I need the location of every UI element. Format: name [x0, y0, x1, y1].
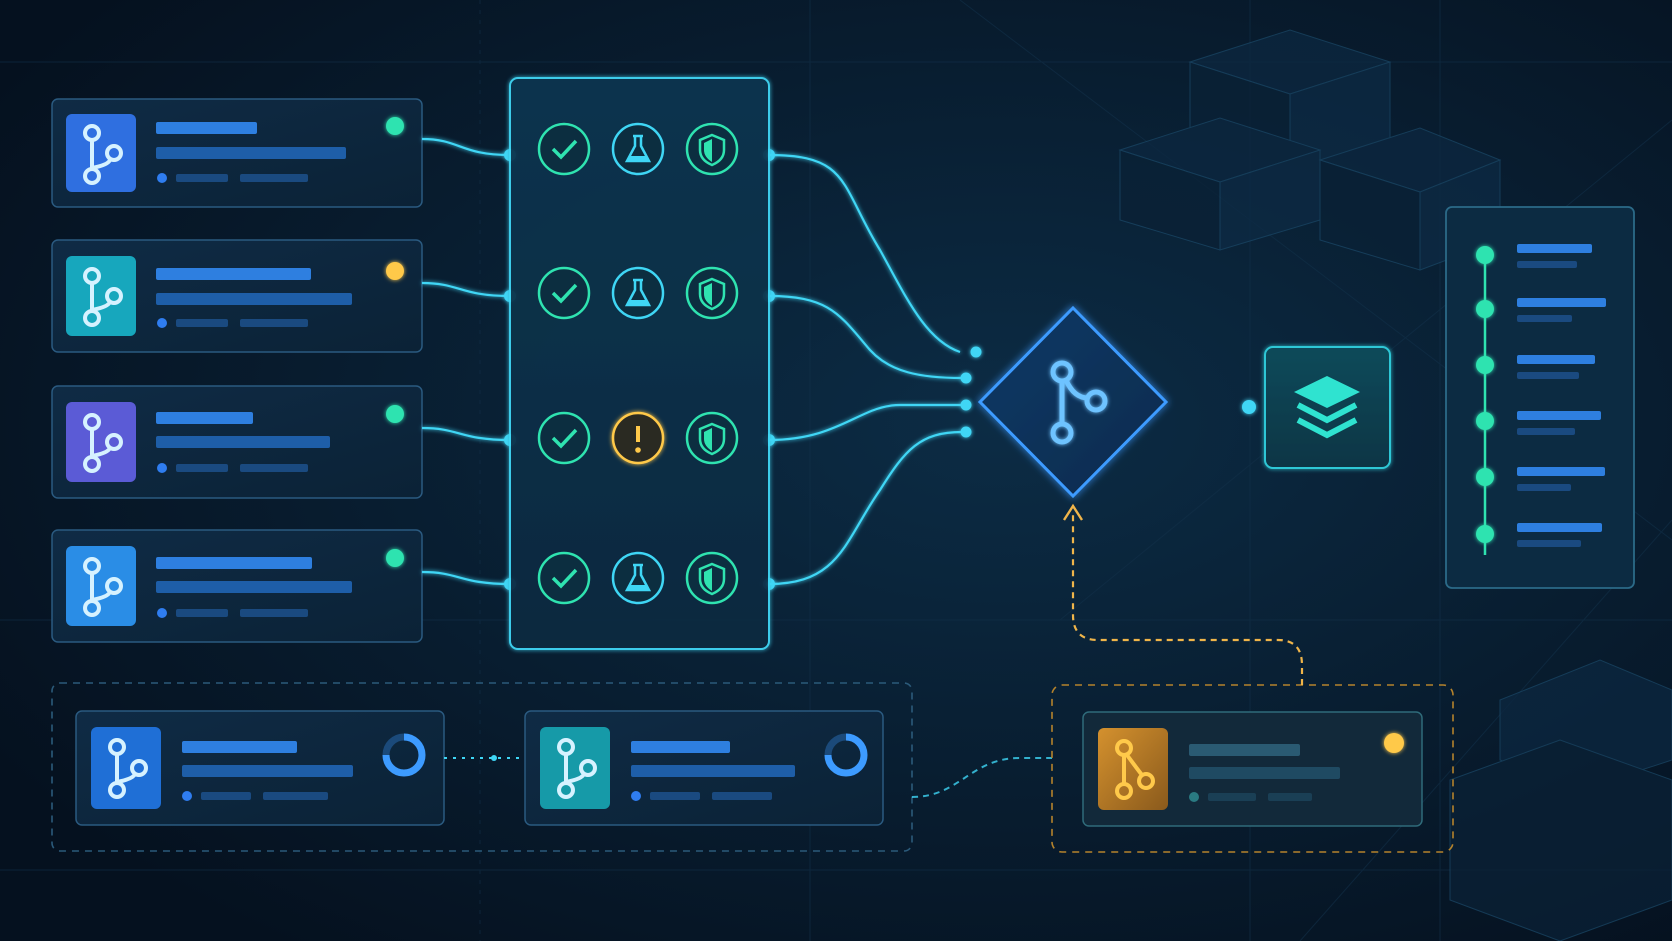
spinner-icon: [382, 733, 426, 777]
meta-dot: [631, 791, 641, 801]
background-server-blocks: [1118, 29, 1672, 941]
text-placeholder: [156, 293, 352, 305]
branch-card[interactable]: [51, 239, 423, 353]
branch-tile: [66, 546, 136, 626]
check-icon[interactable]: [537, 266, 591, 320]
text-placeholder: [263, 792, 328, 800]
git-branch-icon: [83, 557, 123, 617]
text-placeholder: [156, 436, 330, 448]
flask-icon[interactable]: [611, 266, 665, 320]
text-placeholder: [156, 147, 346, 159]
text-placeholder: [712, 792, 772, 800]
git-branch-icon: [83, 413, 123, 473]
branch-tile: [91, 727, 161, 809]
text-placeholder: [176, 319, 228, 327]
build-node[interactable]: [1264, 346, 1391, 469]
branch-card[interactable]: [51, 529, 423, 643]
git-merge-icon: [1050, 360, 1108, 445]
check-row: [537, 122, 739, 176]
pending-branch-card[interactable]: [75, 710, 445, 826]
text-placeholder: [176, 609, 228, 617]
git-branch-icon: [557, 738, 597, 799]
meta-dot: [157, 608, 167, 618]
git-branch-icon: [108, 738, 148, 799]
branch-tile: [66, 402, 136, 482]
text-placeholder: [650, 792, 700, 800]
text-placeholder: [182, 765, 353, 777]
text-placeholder: [240, 464, 308, 472]
text-placeholder: [1208, 793, 1256, 801]
branch-tile: [1098, 728, 1168, 810]
branch-tile: [66, 256, 136, 336]
check-icon[interactable]: [537, 411, 591, 465]
text-placeholder: [156, 557, 312, 569]
text-placeholder: [240, 609, 308, 617]
commit-dot-icon: [1476, 246, 1494, 543]
branch-list: [51, 98, 423, 643]
branch-card[interactable]: [51, 98, 423, 208]
text-placeholder: [1189, 767, 1340, 779]
status-dot-ok: [386, 117, 404, 135]
timeline-entries: [1517, 244, 1606, 547]
text-placeholder: [176, 464, 228, 472]
text-placeholder: [240, 174, 308, 182]
status-dot-warning: [386, 262, 404, 280]
status-dot-ok: [386, 405, 404, 423]
check-icon[interactable]: [537, 551, 591, 605]
hotfix-to-merge-connector: [1062, 503, 1304, 685]
branch-card[interactable]: [51, 385, 423, 499]
text-placeholder: [156, 581, 352, 593]
status-dot-warning: [1384, 733, 1404, 753]
pending-branches-group: [51, 682, 913, 852]
meta-dot: [157, 318, 167, 328]
hotfix-branch-group: [1051, 684, 1454, 853]
layers-icon: [1294, 376, 1360, 439]
branch-tile: [540, 727, 610, 809]
pending-to-hotfix-connector: [911, 757, 1052, 798]
merge-to-build-connector: [1166, 400, 1256, 414]
merge-connectors: [768, 153, 963, 586]
meta-dot: [157, 463, 167, 473]
flask-icon[interactable]: [611, 551, 665, 605]
git-branch-icon: [1115, 739, 1155, 800]
git-branch-icon: [83, 124, 123, 185]
branch-connectors: [421, 137, 511, 586]
text-placeholder: [176, 174, 228, 182]
text-placeholder: [156, 122, 257, 134]
spinner-icon: [824, 733, 868, 777]
meta-dot: [157, 173, 167, 183]
check-row: [537, 266, 739, 320]
text-placeholder: [1268, 793, 1312, 801]
text-placeholder: [631, 765, 795, 777]
meta-dot: [182, 791, 192, 801]
flask-icon[interactable]: [611, 122, 665, 176]
text-placeholder: [156, 268, 311, 280]
hotfix-branch-card[interactable]: [1082, 711, 1423, 827]
text-placeholder: [156, 412, 253, 424]
check-icon[interactable]: [537, 122, 591, 176]
check-row: [537, 551, 739, 605]
text-placeholder: [240, 319, 308, 327]
check-row: [537, 411, 739, 465]
merge-node[interactable]: [977, 305, 1169, 499]
pipeline-checks-panel: [509, 77, 770, 650]
text-placeholder: [1189, 744, 1300, 756]
deploy-timeline-panel: [1445, 206, 1635, 589]
status-dot-ok: [386, 549, 404, 567]
text-placeholder: [201, 792, 251, 800]
meta-dot: [1189, 792, 1199, 802]
text-placeholder: [182, 741, 297, 753]
text-placeholder: [631, 741, 730, 753]
merge-inputs: [960, 346, 982, 438]
pending-branch-card[interactable]: [524, 710, 884, 826]
git-branch-icon: [83, 267, 123, 327]
branch-tile: [66, 114, 136, 192]
